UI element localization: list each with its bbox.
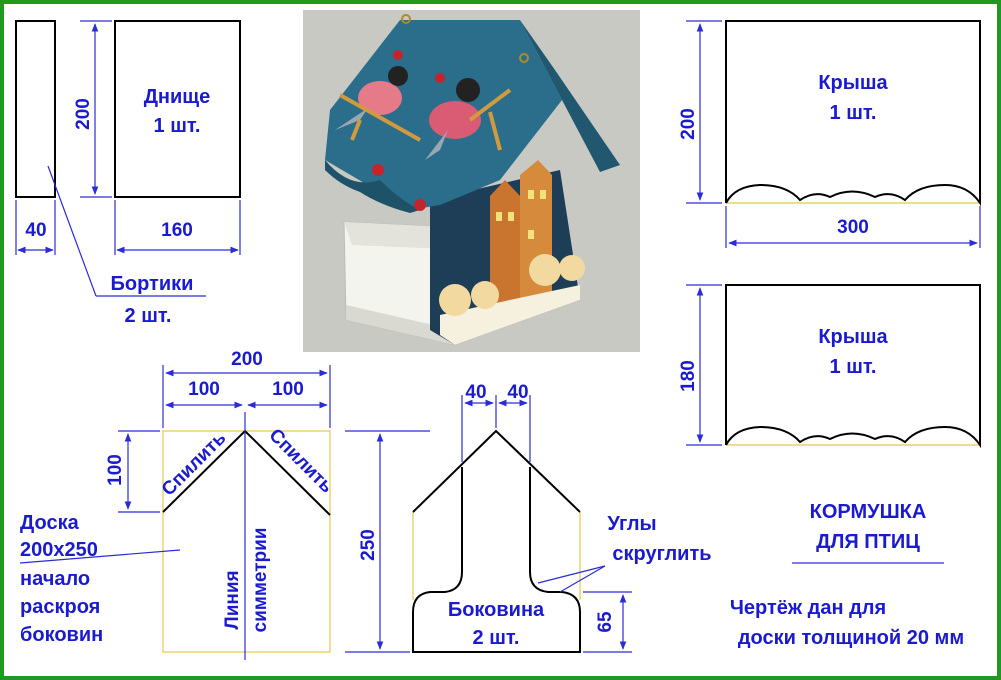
roof-small-height-label: 180 — [678, 360, 699, 392]
note-line-1: Чертёж дан для — [730, 597, 886, 619]
board-half-right: 100 — [272, 379, 304, 400]
bottom-height-label: 200 — [73, 98, 94, 130]
side-top-left: 40 — [465, 382, 486, 403]
note-block: Чертёж дан для доски толщиной 20 мм — [730, 597, 964, 649]
note-line-2: доски толщиной 20 мм — [738, 627, 964, 649]
roof-large-width-label: 300 — [837, 217, 869, 238]
roof-large-part: 200 Крыша 1 шт. 300 — [678, 20, 981, 248]
symmetry-line-label-1: Линия — [222, 570, 243, 629]
side-base-height: 65 — [595, 611, 616, 633]
bird-feeder-photo — [303, 10, 640, 352]
roof-large-count: 1 шт. — [830, 102, 877, 124]
heading-line-1: КОРМУШКА — [810, 501, 927, 523]
side-wall-part: 40 40 250 Боковина 2 шт. 65 Углы скругли… — [345, 382, 712, 653]
roof-small-part: 180 Крыша 1 шт. — [678, 284, 981, 449]
sides-width-label: 40 — [25, 220, 46, 241]
side-count: 2 шт. — [473, 627, 520, 649]
sides-count: 2 шт. — [125, 305, 172, 327]
roof-large-title: Крыша — [818, 72, 888, 94]
saw-left-label: Спилить — [158, 428, 231, 501]
side-title: Боковина — [448, 599, 545, 621]
side-height-label: 250 — [358, 529, 379, 561]
roof-large-height-label: 200 — [678, 108, 699, 140]
board-caption-2: 200х250 — [20, 539, 98, 561]
heading-block: КОРМУШКА ДЛЯ ПТИЦ — [792, 501, 944, 564]
side-top-right: 40 — [507, 382, 528, 403]
board-half-left: 100 — [188, 379, 220, 400]
bottom-count: 1 шт. — [154, 115, 201, 137]
board-caption-5: боковин — [20, 624, 103, 646]
board-caption-3: начало — [20, 568, 90, 590]
roof-small-title: Крыша — [818, 326, 888, 348]
round-corners-2: скруглить — [612, 543, 711, 565]
board-total-width: 200 — [231, 349, 263, 370]
sides-label: Бортики — [111, 273, 194, 295]
board-caption-1: Доска — [20, 512, 80, 534]
symmetry-line-label-2: симметрии — [250, 528, 271, 633]
board-cut-height: 100 — [105, 454, 126, 486]
bottom-part: 200 Днище 1 шт. 160 — [73, 20, 241, 255]
bottom-title: Днище — [144, 86, 211, 108]
heading-line-2: ДЛЯ ПТИЦ — [816, 531, 920, 553]
roof-small-count: 1 шт. — [830, 356, 877, 378]
board-caption-4: раскроя — [20, 596, 100, 618]
bottom-width-label: 160 — [161, 220, 193, 241]
sides-part: 40 Бортики 2 шт. — [15, 20, 206, 327]
round-corners-1: Углы — [607, 513, 656, 535]
board-layout: 200 100 100 100 Спилить Спилить Линия си… — [19, 349, 337, 660]
